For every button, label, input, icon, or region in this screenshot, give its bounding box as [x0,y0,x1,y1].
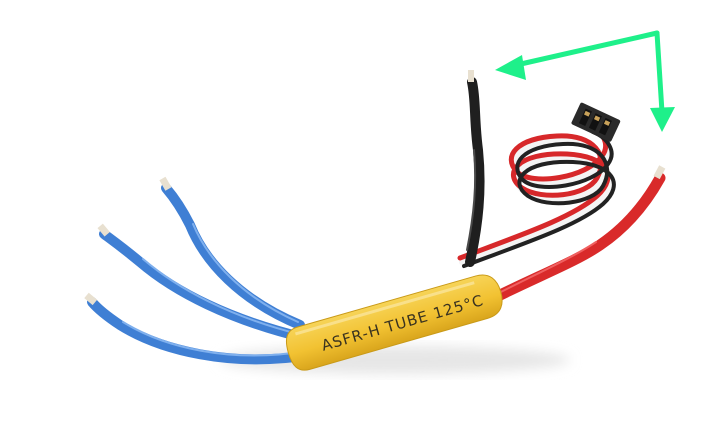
power-wire-negative [465,70,485,267]
power-wire-positive [484,165,666,306]
signal-wire-black [462,130,616,268]
wire-tip [97,223,110,237]
wire-tip [468,70,474,82]
arrow-head-left-icon [495,55,526,80]
annotation-arrows [495,30,675,132]
signal-lead [457,102,621,268]
wire-tip [159,176,172,191]
arrow-shaft-right [654,30,665,115]
motor-wires [84,176,315,365]
motor-wire-2 [99,229,310,343]
wire-tip [653,165,666,180]
arrow-head-down-icon [650,107,675,132]
motor-wire-3 [87,297,315,365]
motor-wire-1 [161,183,305,330]
signal-wire-white [459,125,614,265]
wire-tip [84,292,98,306]
arrow-shaft-top [509,30,660,69]
servo-connector [571,102,621,142]
